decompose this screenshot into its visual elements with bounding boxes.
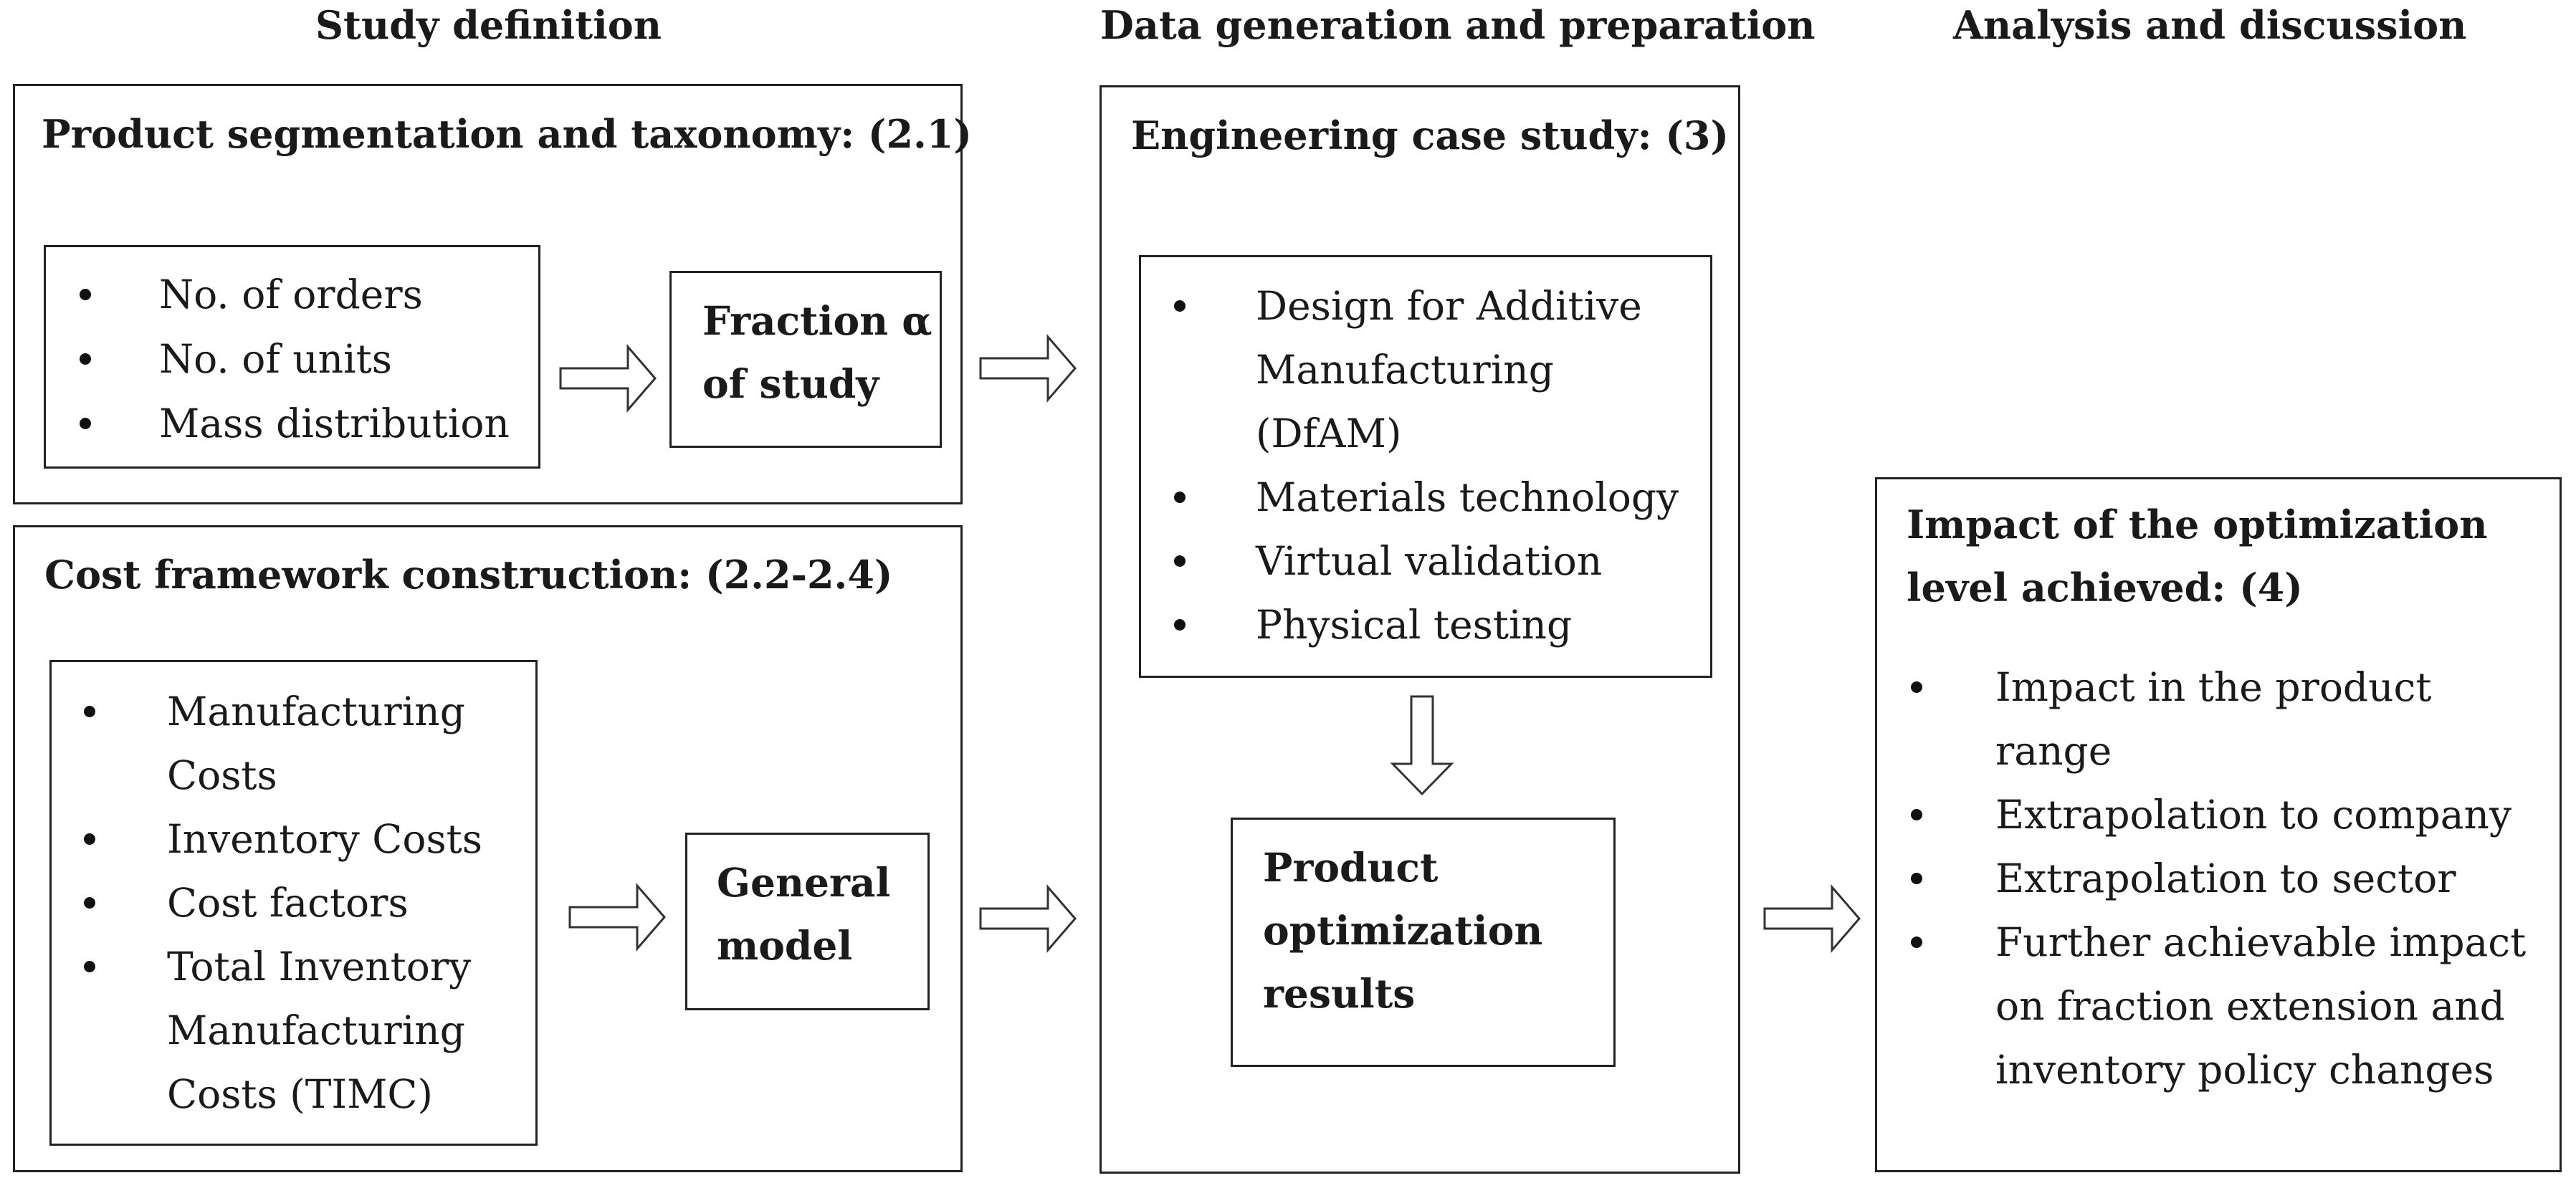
impact-item: Further achievable impact	[1995, 919, 2527, 965]
cost-item-continued: Costs	[167, 752, 277, 798]
impact-title-line2: level achieved: (4)	[1907, 565, 2303, 610]
cost-framework-title: Cost framework construction: (2.2-2.4)	[44, 552, 893, 598]
impact-item: Extrapolation to sector	[1995, 856, 2456, 901]
general-model-label-line2: model	[717, 922, 853, 969]
bullet-icon	[84, 961, 95, 972]
bullet-icon	[80, 418, 91, 429]
bullet-icon	[84, 833, 95, 845]
cost-item: Total Inventory	[167, 944, 472, 990]
impact-item: Impact in the product	[1995, 664, 2432, 710]
optimization-results-box	[1231, 818, 1616, 1067]
optimization-results-line1: Product	[1263, 844, 1439, 891]
column-header-data-generation: Data generation and preparation	[1100, 2, 1816, 48]
segmentation-title: Product segmentation and taxonomy: (2.1)	[42, 111, 972, 157]
segmentation-metrics-box	[44, 245, 540, 469]
fraction-label-line1: Fraction α	[702, 297, 932, 344]
optimization-results-line3: results	[1263, 970, 1416, 1017]
case-study-item-continued: Manufacturing	[1256, 347, 1554, 393]
segmentation-item: No. of units	[159, 336, 392, 382]
bullet-icon	[1174, 492, 1186, 503]
down-arrow-icon	[1390, 695, 1454, 796]
bullet-icon	[1174, 619, 1186, 631]
fraction-box	[669, 271, 942, 448]
case-study-items-box	[1139, 255, 1712, 678]
cost-item: Inventory Costs	[167, 816, 482, 862]
bullet-icon	[1174, 555, 1186, 567]
bullet-icon	[1911, 873, 1922, 884]
case-study-item: Design for Additive	[1256, 283, 1642, 329]
impact-title-line1: Impact of the optimization	[1907, 502, 2488, 547]
cost-item: Manufacturing	[167, 689, 465, 734]
case-study-item: Physical testing	[1256, 602, 1573, 648]
general-model-label-line1: General	[717, 859, 891, 906]
cost-item-continued: Manufacturing	[167, 1007, 465, 1053]
bullet-icon	[1911, 681, 1922, 693]
fraction-label-line2: of study	[702, 360, 879, 407]
bullet-icon	[80, 289, 91, 300]
right-arrow-icon	[979, 883, 1077, 954]
bullet-icon	[1911, 937, 1922, 948]
bullet-icon	[1911, 809, 1922, 820]
right-arrow-icon	[559, 343, 657, 413]
cost-item: Cost factors	[167, 880, 409, 926]
cost-item-continued: Costs (TIMC)	[167, 1071, 433, 1117]
impact-item: Extrapolation to company	[1995, 792, 2512, 838]
impact-box	[1875, 477, 2562, 1172]
bullet-icon	[84, 706, 95, 717]
case-study-item-continued: (DfAM)	[1256, 411, 1402, 456]
bullet-icon	[1174, 300, 1186, 312]
optimization-results-line2: optimization	[1263, 907, 1543, 954]
impact-item-continued: on fraction extension and	[1995, 983, 2505, 1029]
segmentation-item: No. of orders	[159, 272, 423, 317]
impact-item-continued: inventory policy changes	[1995, 1047, 2494, 1093]
column-header-study-definition: Study definition	[315, 2, 662, 48]
case-study-item: Virtual validation	[1256, 538, 1603, 584]
column-header-analysis: Analysis and discussion	[1953, 2, 2467, 48]
segmentation-item: Mass distribution	[159, 401, 510, 446]
right-arrow-icon	[568, 882, 666, 952]
case-study-title: Engineering case study: (3)	[1131, 112, 1730, 158]
general-model-box	[685, 833, 930, 1010]
cost-items-box	[49, 660, 538, 1146]
impact-item-continued: range	[1995, 728, 2112, 774]
bullet-icon	[80, 353, 91, 365]
right-arrow-icon	[979, 333, 1077, 403]
case-study-item: Materials technology	[1256, 474, 1679, 520]
bullet-icon	[84, 897, 95, 909]
right-arrow-icon	[1763, 883, 1861, 954]
